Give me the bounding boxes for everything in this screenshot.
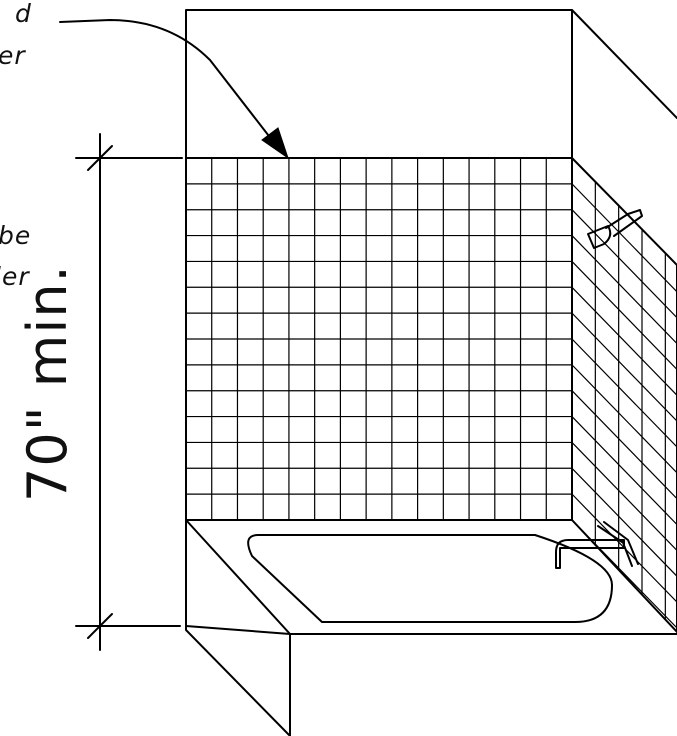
note-top-line-2: er	[0, 41, 26, 70]
side-tile-diagonal-line	[571, 364, 677, 474]
dimension-label: 70" min.	[16, 264, 79, 502]
tub-front-left-edge	[185, 519, 291, 635]
dimension-bottom-tick	[87, 613, 113, 639]
leader-arrow	[59, 19, 289, 160]
side-tile-diagonal-line	[571, 209, 677, 319]
dimension-top-tick	[87, 145, 113, 171]
side-wall-top-edge	[571, 9, 677, 119]
note-mid-line-2: ler	[0, 262, 30, 291]
arrowhead	[261, 127, 289, 160]
side-tile-diagonal-line	[571, 183, 677, 293]
tub-apron-left	[185, 625, 291, 736]
side-tile-diagonal-line	[571, 235, 677, 344]
shower-head-icon	[587, 209, 643, 249]
tub-front-top	[185, 519, 677, 635]
side-tile-diagonal-line	[571, 442, 677, 551]
note-mid-line-1: be	[0, 221, 31, 250]
bathtub	[185, 519, 677, 736]
side-tile-diagonal-line	[571, 261, 677, 370]
side-tile-diagonal-line	[571, 390, 677, 500]
note-top-line-1: d	[15, 0, 32, 28]
side-tile-diagonal-line	[571, 286, 677, 396]
side-tile-top-edge	[571, 157, 677, 266]
side-tile-diagonal-line	[571, 338, 677, 448]
back-wall-outline	[185, 9, 573, 159]
height-dimension	[75, 133, 183, 651]
tub-basin	[247, 534, 613, 623]
tub-faucet-handle	[597, 521, 639, 567]
side-tile-diagonal-line	[571, 312, 677, 422]
side-tile-diagonal-line	[571, 416, 677, 525]
wall-enclosure	[185, 9, 677, 521]
back-wall-tile-grid	[186, 158, 572, 520]
side-wall-tile-grid	[571, 181, 677, 633]
side-tile-diagonal-line	[571, 467, 677, 577]
tub-rim-right	[571, 519, 677, 633]
